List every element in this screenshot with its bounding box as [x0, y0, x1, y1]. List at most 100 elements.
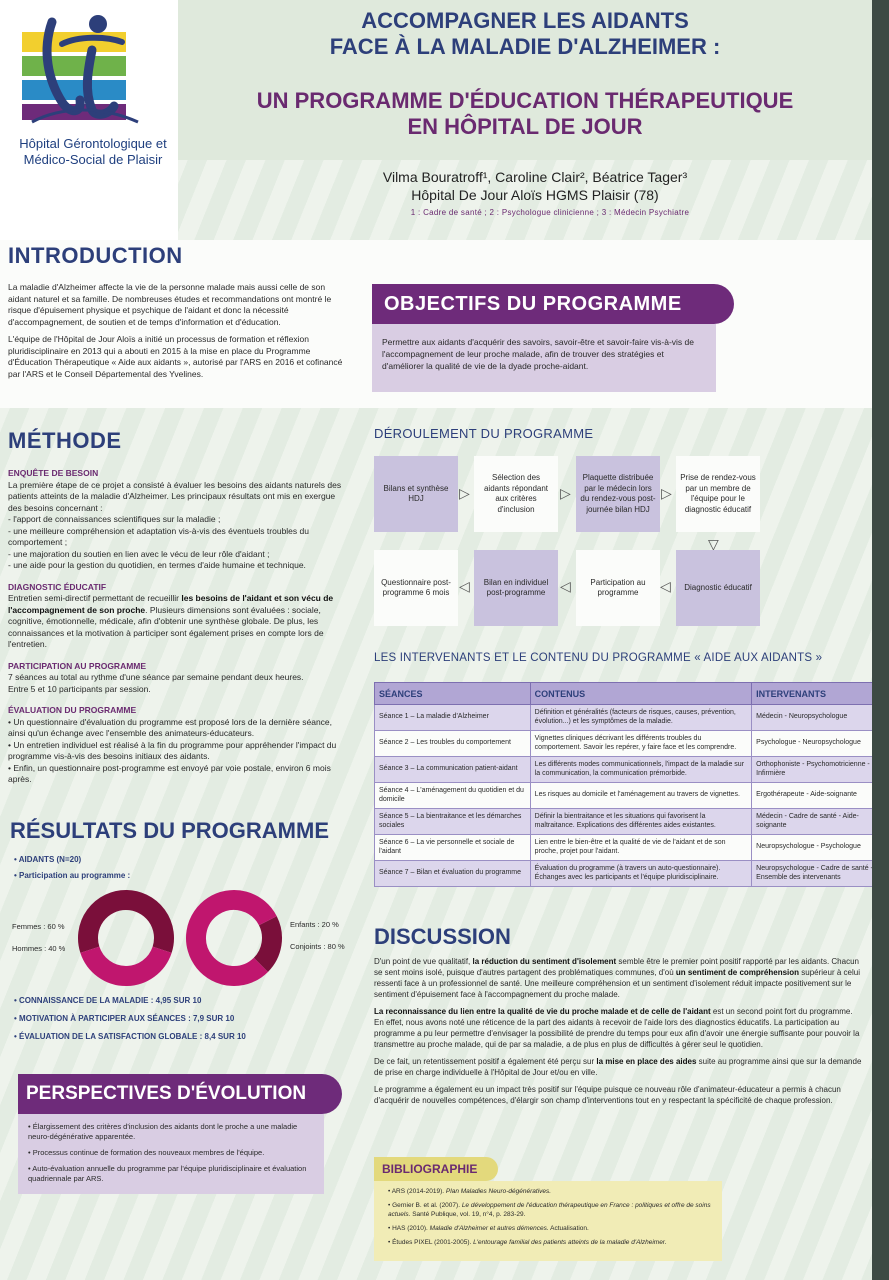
biblio-ref-source: Actualisation. [548, 1225, 589, 1232]
enquete-item: - une meilleure compréhension et adaptat… [8, 525, 309, 548]
table-cell: Séance 5 – La bientraitance et les démar… [374, 808, 531, 835]
perspective-item: • Processus continue de formation des no… [28, 1148, 265, 1157]
introduction-p1: La maladie d'Alzheimer affecte la vie de… [8, 282, 332, 327]
objectifs-heading: OBJECTIFS DU PROGRAMME [372, 284, 734, 324]
table-cell: Définir la bientraitance et les situatio… [529, 808, 753, 835]
table-cell: Ergothérapeute - Aide-soignante [751, 782, 872, 809]
table-cell: Les différents modes communicationnels, … [529, 756, 753, 783]
table-cell: Séance 3 – La communication patient-aida… [374, 756, 531, 783]
biblio-ref-author: • Gernier B. et al. (2007). [388, 1202, 462, 1209]
diagnostic-text-c: . Plusieurs dimensions sont évaluées : s… [8, 604, 324, 650]
enquete-item: - l'apport de connaissances scientifique… [8, 514, 221, 524]
enquete-item: - une majoration du soutien en lien avec… [8, 548, 270, 559]
aidants-label: • AIDANTS (N=20) [14, 855, 82, 864]
arrow-right-icon: ▷ [661, 485, 672, 501]
donut-label-femmes: Femmes : 60 % [12, 922, 65, 931]
discussion-p3-bold: la mise en place des aides [596, 1057, 697, 1066]
evaluation-item: • Un questionnaire d'évaluation du progr… [8, 716, 333, 739]
table-cell: Évaluation du programme (à travers un au… [529, 860, 753, 887]
perspectives-list: • Élargissement des critères d'inclusion… [18, 1114, 324, 1194]
participation-title: PARTICIPATION AU PROGRAMME [8, 660, 147, 671]
bibliographie-list: • ARS (2014-2019). Plan Maladies Neuro-d… [374, 1181, 722, 1261]
biblio-ref-author: • HAS (2010). [388, 1225, 430, 1232]
program-table: SÉANCES CONTENUS INTERVENANTS Séance 1 –… [374, 682, 872, 887]
discussion-heading: DISCUSSION [374, 924, 511, 949]
title-line-3: UN PROGRAMME D'ÉDUCATION THÉRAPEUTIQUE [256, 88, 794, 113]
flow-step-4: Prise de rendez-vous par un membre de l'… [676, 456, 760, 532]
enquete-item: - une aide pour la gestion du quotidien,… [8, 560, 306, 570]
participation-text-2: Entre 5 et 10 participants par session. [8, 683, 151, 694]
title-line-2: FACE À LA MALADIE D'ALZHEIMER : [329, 34, 721, 59]
flow-step-5: Diagnostic éducatif [676, 550, 760, 626]
evaluation-item: • Enfin, un questionnaire post-programme… [8, 762, 331, 785]
arrow-left-icon: ◁ [560, 578, 571, 594]
table-row: Séance 2 – Les troubles du comportement … [374, 730, 872, 757]
arrow-right-icon: ▷ [560, 485, 571, 501]
biblio-ref: • ARS (2014-2019). Plan Maladies Neuro-d… [388, 1187, 714, 1196]
table-row: Séance 3 – La communication patient-aida… [374, 756, 872, 783]
discussion-p3-c: suite au programme ainsi que sur la dema… [374, 1057, 862, 1077]
table-cell: Médecin - Neuropsychologue [751, 704, 872, 731]
stat-connaissance: • CONNAISSANCE DE LA MALADIE : 4,95 SUR … [14, 996, 202, 1005]
table-cell: Lien entre le bien-être et la qualité de… [529, 834, 753, 861]
bibliographie-heading: BIBLIOGRAPHIE [374, 1157, 498, 1181]
column-header: SÉANCES [374, 682, 531, 705]
table-cell: Séance 1 – La maladie d'Alzheimer [374, 704, 531, 731]
arrow-left-icon: ◁ [459, 578, 470, 594]
biblio-ref-source: Santé Publique, vol. 19, n°4, p. 283-29. [410, 1211, 526, 1218]
table-row: Séance 1 – La maladie d'Alzheimer Défini… [374, 704, 872, 731]
flow-step-8: Questionnaire post-programme 6 mois [374, 550, 458, 626]
board-edge [872, 0, 889, 1280]
column-header: INTERVENANTS [751, 682, 872, 705]
diagnostic-title: DIAGNOSTIC ÉDUCATIF [8, 581, 107, 592]
flow-step-6: Participation au programme [576, 550, 660, 626]
discussion-p1: D'un point de vue qualitatif, la réducti… [374, 956, 864, 1000]
enquete-intro: La première étape de ce projet a consist… [8, 479, 342, 513]
donut-gender-slices [78, 890, 174, 986]
enquete-title: ENQUÊTE DE BESOIN [8, 468, 99, 478]
flow-step-1: Bilans et synthèse HDJ [374, 456, 458, 532]
donut-label-enfants: Enfants : 20 % [290, 920, 339, 929]
flow-step-2: Sélection des aidants répondant aux crit… [474, 456, 558, 532]
evaluation-title: ÉVALUATION DU PROGRAMME [8, 705, 137, 715]
affiliations: 1 : Cadre de santé ; 2 : Psychologue cli… [410, 208, 690, 217]
donut-slice-enfants [253, 916, 282, 972]
table-cell: Psychologue - Neuropsychologue [751, 730, 872, 757]
donut-slice-femmes [78, 890, 174, 953]
table-heading: LES INTERVENANTS ET LE CONTENU DU PROGRA… [374, 652, 823, 664]
table-cell: Définition et généralités (facteurs de r… [529, 704, 753, 731]
discussion-p2-bold: La reconnaissance du lien entre la quali… [374, 1007, 711, 1016]
hospital-name: Hôpital Gérontologique et Médico-Social … [19, 136, 167, 167]
discussion-p3-a: De ce fait, un retentissement positif a … [374, 1057, 597, 1066]
column-header: CONTENUS [529, 682, 753, 705]
donut-label-hommes: Hommes : 40 % [12, 944, 66, 953]
table-cell: Séance 4 – L'aménagement du quotidien et… [374, 782, 531, 809]
donut-chart-gender [78, 890, 174, 986]
donut-chart-relation [186, 890, 282, 986]
evaluation-item: • Un entretien individuel est réalisé à … [8, 739, 337, 762]
title-line-4: EN HÔPITAL DE JOUR [407, 114, 643, 139]
discussion-p2-b: est un second point fort du programme. E… [374, 1007, 860, 1049]
biblio-ref-title: Maladie d'Alzheimer et autres démences. [429, 1225, 549, 1232]
institution: Hôpital De Jour Aloïs HGMS Plaisir (78) [411, 187, 659, 203]
donut-relation-slices [186, 890, 282, 986]
biblio-ref: • Gernier B. et al. (2007). Le développe… [388, 1201, 714, 1219]
perspectives-heading: PERSPECTIVES D'ÉVOLUTION [18, 1074, 342, 1114]
table-cell: Médecin - Cadre de santé - Aide-soignant… [751, 808, 872, 835]
introduction-p2: L'équipe de l'Hôpital de Jour Aloïs a in… [8, 334, 343, 379]
flow-step-7: Bilan en individuel post-programme [474, 550, 558, 626]
arrow-down-icon: ▽ [708, 536, 719, 552]
deroulement-heading: DÉROULEMENT DU PROGRAMME [374, 426, 594, 441]
biblio-ref-author: • ARS (2014-2019). [388, 1188, 446, 1195]
table-row: Séance 7 – Bilan et évaluation du progra… [374, 860, 872, 887]
donut-slice-hommes [80, 946, 172, 986]
objectifs-text: Permettre aux aidants d'acquérir des sav… [372, 324, 716, 392]
perspective-item: • Auto-évaluation annuelle du programme … [28, 1164, 307, 1183]
biblio-ref: • HAS (2010). Maladie d'Alzheimer et aut… [388, 1224, 714, 1233]
title-block-1: ACCOMPAGNER LES AIDANTS FACE À LA MALADI… [200, 8, 850, 60]
participation-label: • Participation au programme : [14, 871, 131, 880]
discussion-p1-c: semble être le premier point positif rap… [374, 957, 859, 977]
discussion-p4: Le programme a également eu un impact tr… [374, 1085, 841, 1105]
participation-text-1: 7 séances au total au rythme d'une séanc… [8, 672, 304, 682]
